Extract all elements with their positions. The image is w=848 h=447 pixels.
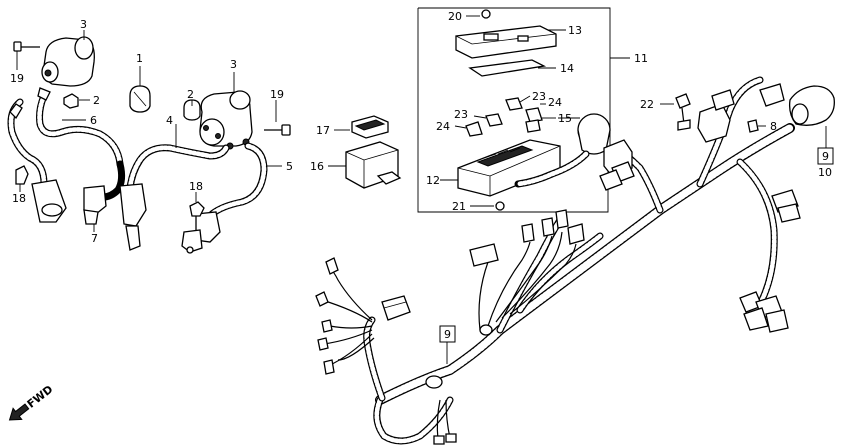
plug-cap-lead-7 — [7, 98, 126, 232]
clamp-1 — [129, 66, 151, 113]
fuse-box-cover-13 — [455, 25, 566, 59]
callout-23: 23 — [532, 90, 546, 103]
arrow-left-icon — [8, 403, 30, 421]
clip-2-left — [63, 93, 90, 109]
callout-17: 17 — [316, 124, 330, 137]
clip-2-center — [183, 99, 201, 121]
callout-21: 21 — [452, 200, 466, 213]
callout-19: 19 — [270, 88, 284, 101]
callout-23: 23 — [454, 108, 468, 121]
relay-17 — [334, 115, 389, 139]
harness-wire-leads-center — [469, 209, 585, 331]
callout-6: 6 — [90, 114, 97, 127]
callout-2: 2 — [93, 94, 100, 107]
callout-16: 16 — [310, 160, 324, 173]
callout-10: 10 — [818, 166, 832, 179]
fuses-23-24 — [454, 95, 556, 137]
bolt-19-center — [264, 100, 291, 136]
callout-label: 9 — [444, 328, 451, 341]
boxed-callout-9-center: 9 — [439, 325, 456, 364]
ignition-coil-center — [199, 72, 253, 150]
callout-20: 20 — [448, 10, 462, 23]
boxed-callout-9-right: 9 — [817, 147, 834, 165]
spark-plug-cap-small — [9, 103, 23, 120]
callout-19: 19 — [10, 72, 24, 85]
callout-7: 7 — [91, 232, 98, 245]
harness-wire-leads-left — [315, 257, 411, 375]
callout-4: 4 — [166, 114, 173, 127]
plug-cap-lead-4 — [119, 124, 230, 251]
plug-cap-lead-5 — [181, 142, 282, 254]
callout-13: 13 — [568, 24, 582, 37]
callout-14: 14 — [560, 62, 574, 75]
callout-12: 12 — [426, 174, 440, 187]
fwd-label: FWD — [25, 383, 56, 411]
callout-24: 24 — [548, 96, 562, 109]
callout-label: 9 — [822, 150, 829, 163]
bolt-22 — [660, 93, 691, 131]
callout-8: 8 — [770, 120, 777, 133]
callout-3: 3 — [80, 18, 87, 31]
connector-cap-10 — [788, 85, 835, 148]
harness-wire-leads-bottom — [425, 324, 493, 445]
ignition-coil-left — [41, 30, 95, 87]
callout-numbers: 1 2 2 3 3 4 5 6 7 8 10 11 12 13 14 15 16… — [10, 10, 832, 245]
bolt-19-left — [13, 41, 40, 70]
harness-connectors-right — [599, 83, 801, 333]
callout-2: 2 — [187, 88, 194, 101]
fuse-box-seal-14 — [468, 59, 556, 77]
grommet-21 — [470, 201, 505, 211]
callout-24: 24 — [436, 120, 450, 133]
callout-18: 18 — [12, 192, 26, 205]
callout-18: 18 — [189, 180, 203, 193]
plug-cap-lead-6 — [36, 87, 124, 168]
fuse-box-12 — [440, 139, 561, 197]
callout-11: 11 — [634, 52, 648, 65]
callout-1: 1 — [136, 52, 143, 65]
clip-18-left — [15, 165, 29, 192]
flasher-relay-16 — [328, 141, 402, 189]
starter-relay-15 — [514, 113, 611, 188]
clip-18-center — [189, 192, 205, 217]
callout-3: 3 — [230, 58, 237, 71]
fwd-marker: FWD — [8, 383, 56, 421]
callout-22: 22 — [640, 98, 654, 111]
callout-5: 5 — [286, 160, 293, 173]
callout-15: 15 — [558, 112, 572, 125]
screw-20 — [466, 9, 491, 19]
